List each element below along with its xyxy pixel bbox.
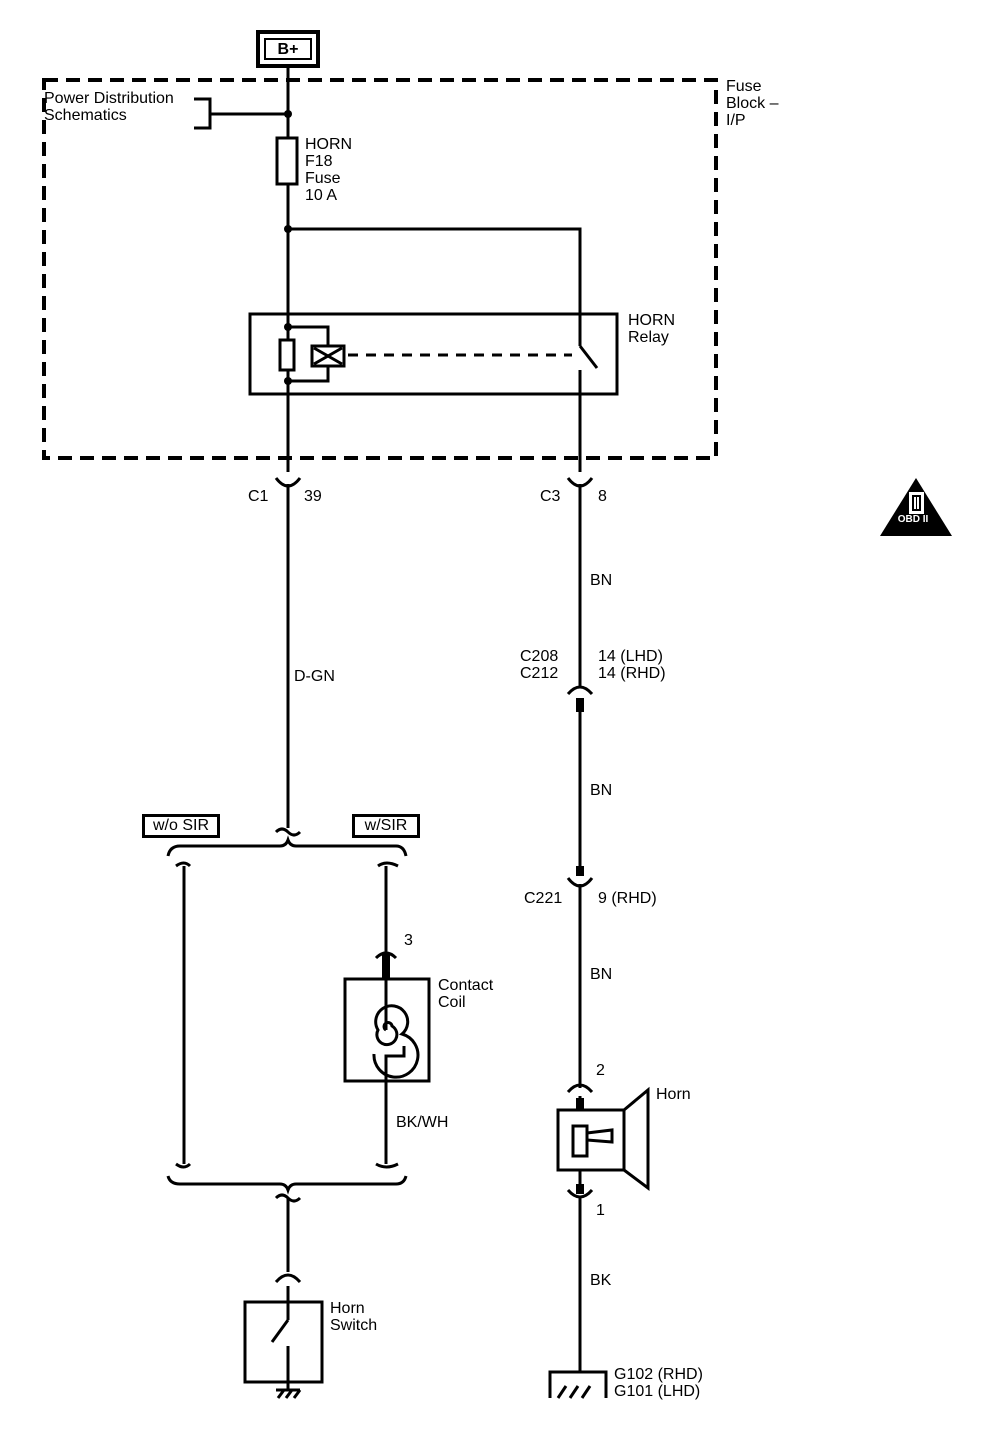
connector-c221-pin: 9 (RHD) <box>598 890 657 907</box>
horn-relay-box <box>248 312 619 396</box>
horn-box <box>556 1108 626 1172</box>
fuse-block-title: Fuse Block – I/P <box>726 78 779 129</box>
option-wo-sir: w/o SIR <box>142 814 220 838</box>
horn-relay-label: HORN Relay <box>628 312 676 346</box>
connector-c3-pin: 8 <box>598 488 607 505</box>
horn-pin-top: 2 <box>596 1062 605 1079</box>
wire-bk: BK <box>590 1272 612 1289</box>
wire-bn-2: BN <box>590 782 613 799</box>
horn-label: Horn <box>656 1086 691 1103</box>
relay-coil-resistor <box>278 338 296 372</box>
obd-badge-icon <box>880 478 952 536</box>
connector-c221-name: C221 <box>524 890 563 907</box>
connector-c3-name: C3 <box>540 488 561 505</box>
horn-switch-box <box>243 1300 324 1384</box>
power-distribution-bracket <box>194 97 288 130</box>
contact-coil-pin: 3 <box>404 932 413 949</box>
wire-bkwh: BK/WH <box>396 1114 449 1131</box>
connector-c1-name: C1 <box>248 488 269 505</box>
horn-switch-label: Horn Switch <box>330 1300 378 1334</box>
obd-badge-label: OBD II <box>897 514 929 525</box>
horn-bell <box>623 1086 650 1191</box>
connector-c1-pin: 39 <box>304 488 322 505</box>
wire-bn-3: BN <box>590 966 613 983</box>
connector-c208-c212-names: C208 C212 <box>520 648 559 682</box>
wire-bn-1: BN <box>590 572 613 589</box>
power-distribution-label: Power Distribution Schematics <box>44 90 174 124</box>
horn-switch-contact <box>270 1319 290 1343</box>
fuse-label: HORN F18 Fuse 10 A <box>305 136 353 204</box>
option-w-sir: w/SIR <box>352 814 420 838</box>
horn-pin-bottom: 1 <box>596 1202 605 1219</box>
contact-coil-label: Contact Coil <box>438 977 494 1011</box>
connector-c208-c212-pins: 14 (LHD) 14 (RHD) <box>598 648 666 682</box>
ground-label: G102 (RHD) G101 (LHD) <box>614 1366 703 1400</box>
horn-ground <box>548 1370 608 1398</box>
relay-switch-contact <box>578 345 599 369</box>
fuse-block-boundary <box>42 78 718 460</box>
battery-source-box: B+ <box>256 30 320 68</box>
battery-source-label: B+ <box>264 38 312 60</box>
wire-dgn: D-GN <box>294 668 335 685</box>
fuse-f18 <box>275 136 299 186</box>
contact-coil-spiral <box>372 979 420 1081</box>
